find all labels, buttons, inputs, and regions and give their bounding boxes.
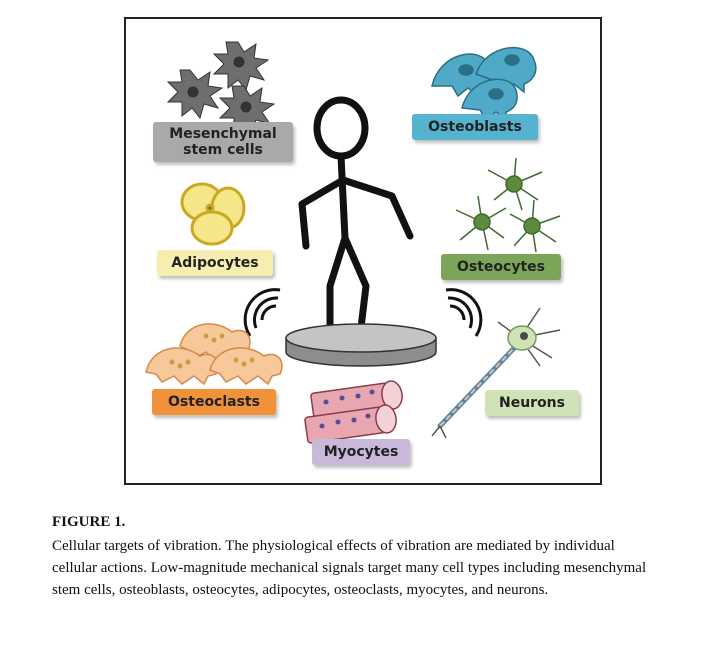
adipocytes-illustration [180,182,246,246]
vibration-waves-left [243,288,281,337]
osteoclasts-illustration [145,323,283,386]
label-osteocytes: Osteocytes [441,254,561,280]
label-osteoblasts: Osteoblasts [412,114,538,140]
osteoblasts-illustration [431,46,537,122]
vibration-waves-right [445,288,483,337]
mesenchymal-stem-cells-illustration [166,41,276,136]
label-osteoclasts: Osteoclasts [152,389,276,415]
figure-caption-title: FIGURE 1. [52,514,126,530]
label-adipocytes: Adipocytes [157,250,273,276]
label-neurons: Neurons [485,390,579,416]
label-mesenchymal-stem-cells: Mesenchymal stem cells [153,122,293,162]
neuron-illustration [431,307,561,439]
myocytes-illustration [304,380,403,444]
figure-caption-text: Cellular targets of vibration. The physi… [52,538,647,598]
stick-figure [298,96,414,342]
vibration-platform [285,323,437,367]
label-myocytes: Myocytes [312,439,410,465]
osteocytes-illustration [455,157,561,253]
